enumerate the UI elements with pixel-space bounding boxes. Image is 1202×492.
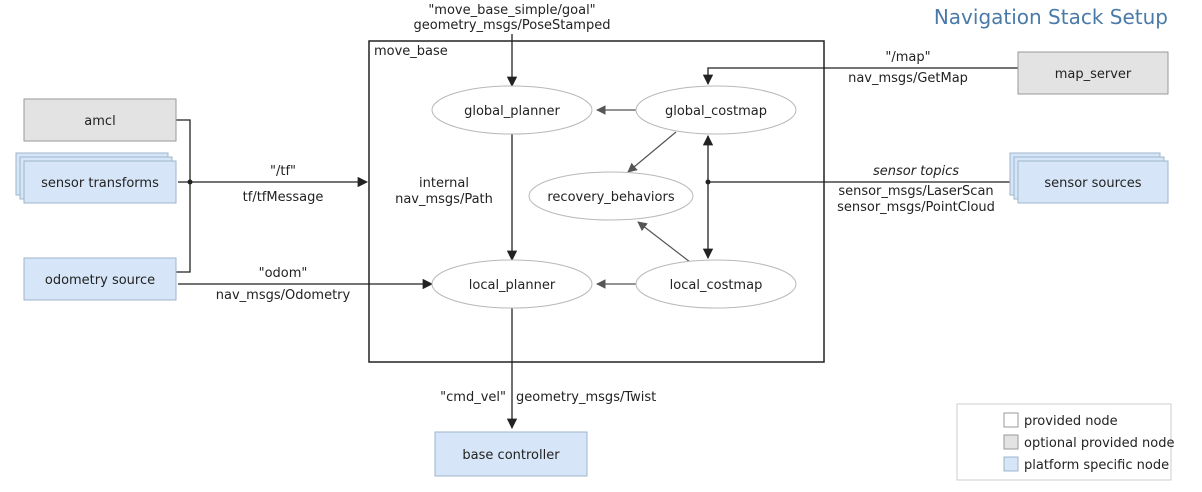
- node-local-costmap: local_costmap: [635, 259, 797, 309]
- tf-type-label: tf/tfMessage: [243, 190, 324, 205]
- node-base-controller: base controller: [434, 431, 588, 477]
- odometry-source-label: odometry source: [45, 273, 155, 288]
- move-base-label: move_base: [374, 44, 448, 59]
- sensor-topics-label: sensor topics: [873, 164, 959, 179]
- cmd-vel-type-label: geometry_msgs/Twist: [516, 390, 656, 405]
- node-sensor-sources: sensor sources: [1009, 152, 1169, 204]
- tf-topic-label: "/tf": [270, 164, 296, 179]
- legend-swatch-platform: [1003, 456, 1019, 472]
- sensor-transforms-label: sensor transforms: [41, 176, 159, 191]
- node-global-costmap: global_costmap: [635, 85, 797, 135]
- cmd-vel-topic-label: "cmd_vel": [440, 390, 506, 405]
- amcl-label: amcl: [84, 114, 115, 129]
- legend: provided node optional provided node pla…: [956, 403, 1174, 481]
- diagram-title: Navigation Stack Setup: [934, 5, 1168, 29]
- edge-left-bracket: [176, 119, 191, 273]
- global-costmap-label: global_costmap: [665, 104, 767, 119]
- legend-box: [956, 403, 1172, 481]
- local-planner-label: local_planner: [469, 278, 556, 293]
- internal-label: internal: [419, 176, 469, 191]
- legend-optional-label: optional provided node: [1024, 436, 1174, 451]
- node-sensor-transforms: sensor transforms: [15, 152, 177, 204]
- map-topic-label: "/map": [885, 50, 930, 65]
- local-costmap-label: local_costmap: [670, 278, 763, 293]
- global-planner-label: global_planner: [464, 104, 560, 119]
- node-global-planner: global_planner: [431, 85, 593, 135]
- goal-type-label: geometry_msgs/PoseStamped: [414, 18, 611, 33]
- sensor-type-2-label: sensor_msgs/PointCloud: [837, 200, 995, 215]
- edge-local-costmap-to-recovery: [637, 221, 691, 263]
- base-controller-label: base controller: [462, 448, 560, 463]
- recovery-behaviors-label: recovery_behaviors: [547, 190, 674, 205]
- odom-type-label: nav_msgs/Odometry: [216, 288, 351, 303]
- odom-topic-label: "odom": [259, 266, 308, 281]
- legend-platform-label: platform specific node: [1024, 458, 1169, 473]
- map-type-label: nav_msgs/GetMap: [848, 71, 968, 86]
- edge-global-costmap-to-recovery: [627, 131, 677, 173]
- map-server-label: map_server: [1055, 67, 1132, 82]
- goal-topic-label: "move_base_simple/goal": [428, 3, 595, 18]
- tf-junction: [187, 179, 193, 185]
- sensor-sources-label: sensor sources: [1044, 176, 1141, 191]
- internal-type-label: nav_msgs/Path: [395, 192, 493, 207]
- edge-map-server-to-global-costmap: [702, 67, 1018, 86]
- legend-provided-label: provided node: [1024, 414, 1118, 429]
- node-map-server: map_server: [1017, 51, 1169, 95]
- sensor-junction: [705, 179, 711, 185]
- legend-swatch-provided: [1003, 412, 1019, 428]
- node-odometry-source: odometry source: [23, 257, 177, 301]
- sensor-type-1-label: sensor_msgs/LaserScan: [838, 184, 993, 199]
- node-local-planner: local_planner: [431, 259, 593, 309]
- move-base-container: [368, 40, 825, 363]
- node-amcl: amcl: [23, 98, 177, 142]
- legend-swatch-optional: [1003, 434, 1019, 450]
- node-recovery-behaviors: recovery_behaviors: [528, 171, 694, 221]
